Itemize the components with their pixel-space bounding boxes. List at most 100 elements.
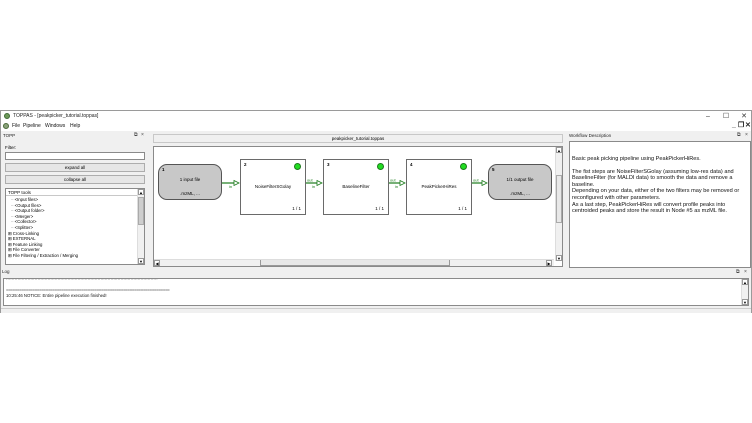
mdi-close-button[interactable]: ✕ [745, 122, 751, 129]
scroll-down-icon[interactable]: ▼ [138, 258, 144, 264]
menu-help[interactable]: Help [70, 123, 81, 129]
scroll-down-icon[interactable]: ▼ [742, 299, 748, 305]
expand-all-button[interactable]: expand all [5, 163, 145, 172]
close-button[interactable]: ✕ [741, 113, 747, 120]
description-paragraph: As a last step, PeakPickerHiRes will con… [572, 201, 727, 215]
tree-branch-line: – [11, 208, 15, 214]
log-separator: ========================================… [6, 287, 170, 292]
edge-in-label: in [395, 184, 398, 189]
menu-pipeline[interactable]: Pipeline [23, 123, 41, 129]
tree-item[interactable]: – <Output files> [11, 203, 41, 209]
tree-item[interactable]: ⊞ File Converter [8, 247, 40, 253]
node-name: BaselineFilter [342, 184, 370, 189]
node-name: 1/1 output file [506, 177, 534, 182]
scroll-thumb[interactable] [556, 175, 562, 223]
log-scrollbar[interactable]: ▲ ▼ [741, 279, 748, 305]
toppas-app-icon [4, 113, 10, 119]
tree-item[interactable]: – <Output folder> [11, 208, 44, 214]
description-paragraph: Depending on your data, either of the tw… [572, 188, 740, 201]
log-title: Log [2, 269, 10, 274]
node-name: 1 input file [179, 177, 201, 182]
log-line-truncated: ········································… [6, 278, 158, 282]
tree-item-label: File Filtering / Extraction / Merging [12, 253, 78, 258]
expand-icon[interactable]: ⊞ [8, 236, 13, 242]
scroll-right-icon[interactable]: ▶ [546, 260, 552, 266]
menu-file[interactable]: File [12, 123, 21, 129]
edge-arrowhead [399, 179, 406, 187]
tree-item-label: <Collector> [14, 219, 37, 225]
edge-in-label: in [312, 184, 315, 189]
description-paragraph: Basic peak picking pipeline using PeakPi… [572, 156, 701, 162]
scroll-up-icon[interactable]: ▲ [556, 147, 562, 153]
topp-dock-title: TOPP [3, 133, 16, 138]
tree-scrollbar[interactable]: ▲ ▼ [137, 189, 144, 264]
workflow-description-text[interactable]: Basic peak picking pipeline using PeakPi… [569, 141, 751, 268]
tree-item[interactable]: ⊞ Feature Linking [8, 242, 42, 248]
hscroll-thumb[interactable] [260, 260, 450, 266]
tree-item[interactable]: – <Input files> [11, 197, 38, 203]
tree-item-label: <Output files> [14, 202, 42, 208]
status-bar [1, 308, 751, 313]
tree-item-label: <Splitter> [14, 225, 33, 230]
expand-icon[interactable]: ⊞ [8, 230, 13, 236]
menu-bar: File Pipeline Windows Help _ ❐ ✕ [1, 122, 751, 131]
scroll-up-icon[interactable]: ▲ [138, 189, 144, 195]
tree-item[interactable]: – <Merger> [11, 214, 33, 220]
tree-branch-line: – [11, 202, 15, 208]
title-bar: TOPPAS - [peakpicker_tutorial.toppas] – … [1, 111, 751, 122]
float-icon[interactable]: ⧉ [737, 132, 741, 138]
scroll-down-icon[interactable]: ▼ [556, 255, 562, 261]
canvas-hscrollbar[interactable]: ◀ ▶ [154, 259, 554, 266]
expand-icon[interactable]: ⊞ [8, 247, 13, 253]
float-icon[interactable]: ⧉ [736, 269, 740, 275]
expand-icon[interactable]: ⊞ [8, 253, 13, 258]
float-icon[interactable]: ⧉ [134, 132, 138, 138]
tree-item[interactable]: ⊞ Cross-Linking [8, 231, 39, 237]
node-number: 4 [410, 162, 413, 167]
edge-out-label: out [390, 178, 396, 183]
edge-arrowhead [233, 179, 240, 187]
topp-dock: TOPP ⧉ × Filter: expand all collapse all… [1, 132, 149, 266]
tree-item[interactable]: – <Collector> [11, 219, 37, 225]
status-ok-icon [377, 163, 384, 170]
log-dock: Log ⧉ × ································… [1, 269, 751, 313]
tree-branch-line: – [11, 219, 15, 225]
maximize-button[interactable]: ☐ [722, 113, 730, 120]
tree-item[interactable]: – <Splitter> [11, 225, 33, 231]
tab-peakpicker-tutorial[interactable]: peakpicker_tutorial.toppas [153, 134, 563, 143]
edge-out-label: out [307, 178, 313, 183]
topp-tools-tree: TOPP tools – <Input files>– <Output file… [5, 188, 145, 265]
close-icon[interactable]: × [744, 269, 747, 275]
node-progress-count: 1 / 1 [375, 206, 384, 211]
menu-windows[interactable]: Windows [45, 123, 66, 129]
log-output[interactable]: ········································… [3, 278, 749, 306]
node-name: PeakPickerHiRes [421, 184, 457, 189]
minimize-button[interactable]: – [706, 113, 710, 120]
edge-in-label: in [229, 184, 232, 189]
tree-branch-line: – [11, 225, 15, 230]
collapse-all-button[interactable]: collapse all [5, 175, 145, 184]
scroll-left-icon[interactable]: ◀ [154, 260, 160, 266]
expand-icon[interactable]: ⊞ [8, 241, 13, 247]
edge-out-label: out [473, 178, 479, 183]
scroll-thumb[interactable] [138, 197, 144, 225]
node-number: 3 [327, 162, 330, 167]
close-icon[interactable]: × [141, 132, 144, 138]
tree-item[interactable]: ⊞ EXTERNAL [8, 236, 35, 242]
mdi-restore-button[interactable]: ❐ [738, 122, 745, 129]
document-icon[interactable] [3, 123, 9, 129]
mdi-minimize-button[interactable]: _ [732, 122, 736, 129]
node-number: 5 [492, 167, 495, 172]
scroll-up-icon[interactable]: ▲ [742, 279, 748, 285]
close-icon[interactable]: × [745, 132, 748, 138]
edge-arrowhead [316, 179, 323, 187]
canvas-vscrollbar[interactable]: ▲ ▼ [555, 147, 562, 261]
filter-input[interactable] [5, 152, 145, 160]
tree-item[interactable]: ⊞ File Filtering / Extraction / Merging [8, 253, 78, 259]
